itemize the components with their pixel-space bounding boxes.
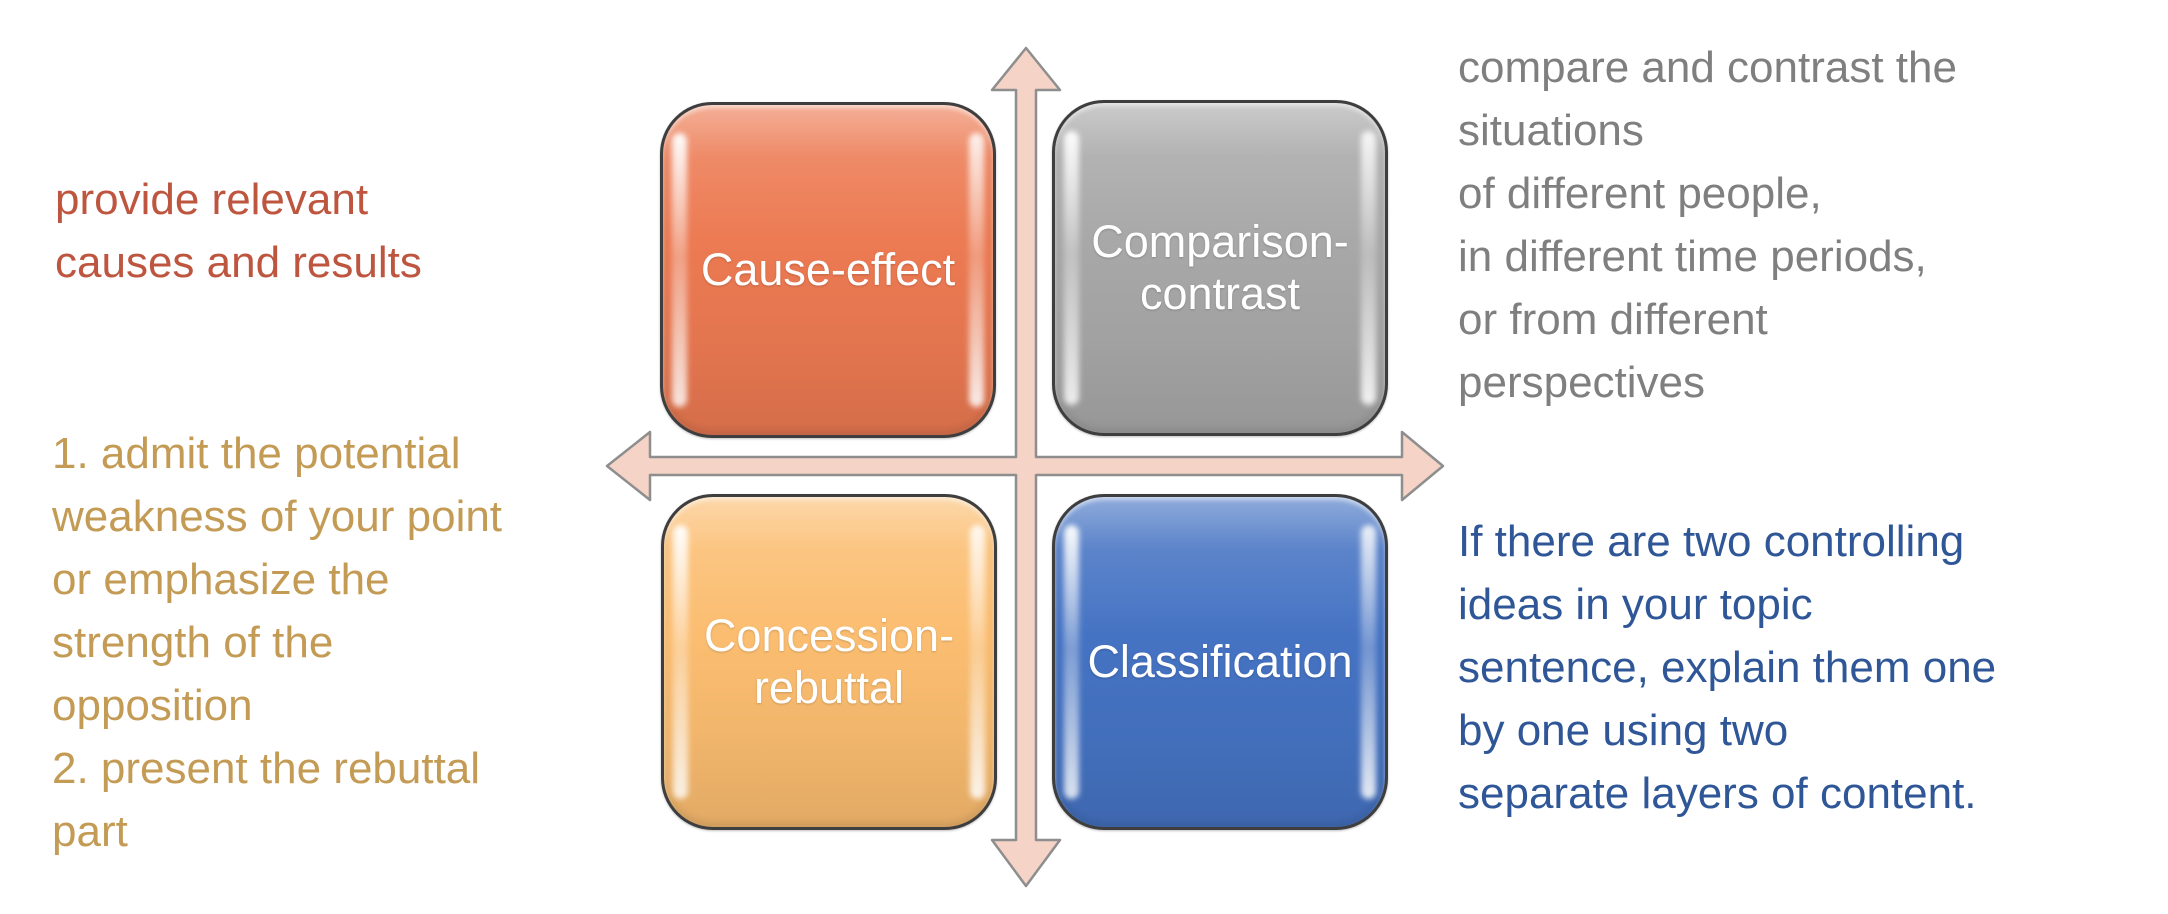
note-concession-rebuttal: 1. admit the potential weakness of your … [52, 429, 503, 856]
note-classification: If there are two controlling ideas in yo… [1458, 517, 1997, 818]
quadrant-box-concession-rebuttal: Concession- rebuttal [661, 494, 997, 830]
quadrant-box-cause-effect: Cause-effect [660, 102, 996, 438]
quadrant-box-label-comparison-contrast: Comparison- contrast [1091, 216, 1349, 319]
quadrant-box-label-cause-effect: Cause-effect [700, 244, 956, 295]
quadrant-box-comparison-contrast: Comparison- contrast [1052, 100, 1388, 436]
quadrant-box-classification: Classification [1052, 494, 1388, 830]
note-cause-effect: provide relevant causes and results [55, 175, 422, 287]
axes-cross-shape [605, 46, 1445, 888]
note-comparison-contrast: compare and contrast the situations of d… [1458, 43, 1957, 407]
quadrant-box-label-classification: Classification [1087, 636, 1353, 687]
quadrant-box-label-concession-rebuttal: Concession- rebuttal [703, 610, 955, 713]
